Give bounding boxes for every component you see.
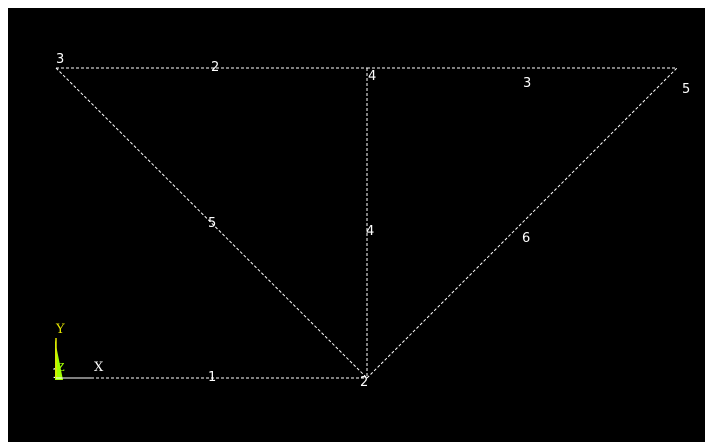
triad-z-marker [55, 340, 63, 380]
coordinate-triad: Y X Z [55, 322, 104, 380]
element-label-3: 3 [523, 76, 531, 91]
undeformed-member-5 [55, 67, 368, 379]
element-line-5[interactable] [56, 68, 361, 396]
element-label-1: 1 [208, 370, 216, 385]
node-label-2: 2 [360, 375, 368, 390]
element-label-2: 2 [211, 60, 219, 75]
element-labels: 1 2 3 4 5 6 [208, 60, 531, 385]
undeformed-shape [55, 67, 678, 379]
graphics-viewport[interactable]: 1 2 3 4 5 1 2 3 4 5 6 Y X Z [8, 8, 705, 442]
triad-y-label: Y [55, 322, 65, 337]
element-line-4[interactable] [361, 86, 369, 396]
element-label-4: 4 [366, 224, 374, 239]
node-label-3: 3 [56, 52, 64, 67]
triad-x-label: X [94, 360, 104, 375]
node-label-4: 4 [368, 69, 376, 84]
node-label-5: 5 [682, 82, 690, 97]
element-label-6: 6 [522, 231, 530, 246]
triad-z-label: Z [57, 361, 65, 374]
truss-diagram: 1 2 3 4 5 1 2 3 4 5 6 Y X Z [52, 52, 690, 396]
node-labels: 1 2 3 4 5 [52, 52, 690, 390]
element-line-6[interactable] [361, 99, 681, 396]
element-label-5: 5 [208, 216, 216, 231]
undeformed-member-6 [366, 67, 678, 379]
